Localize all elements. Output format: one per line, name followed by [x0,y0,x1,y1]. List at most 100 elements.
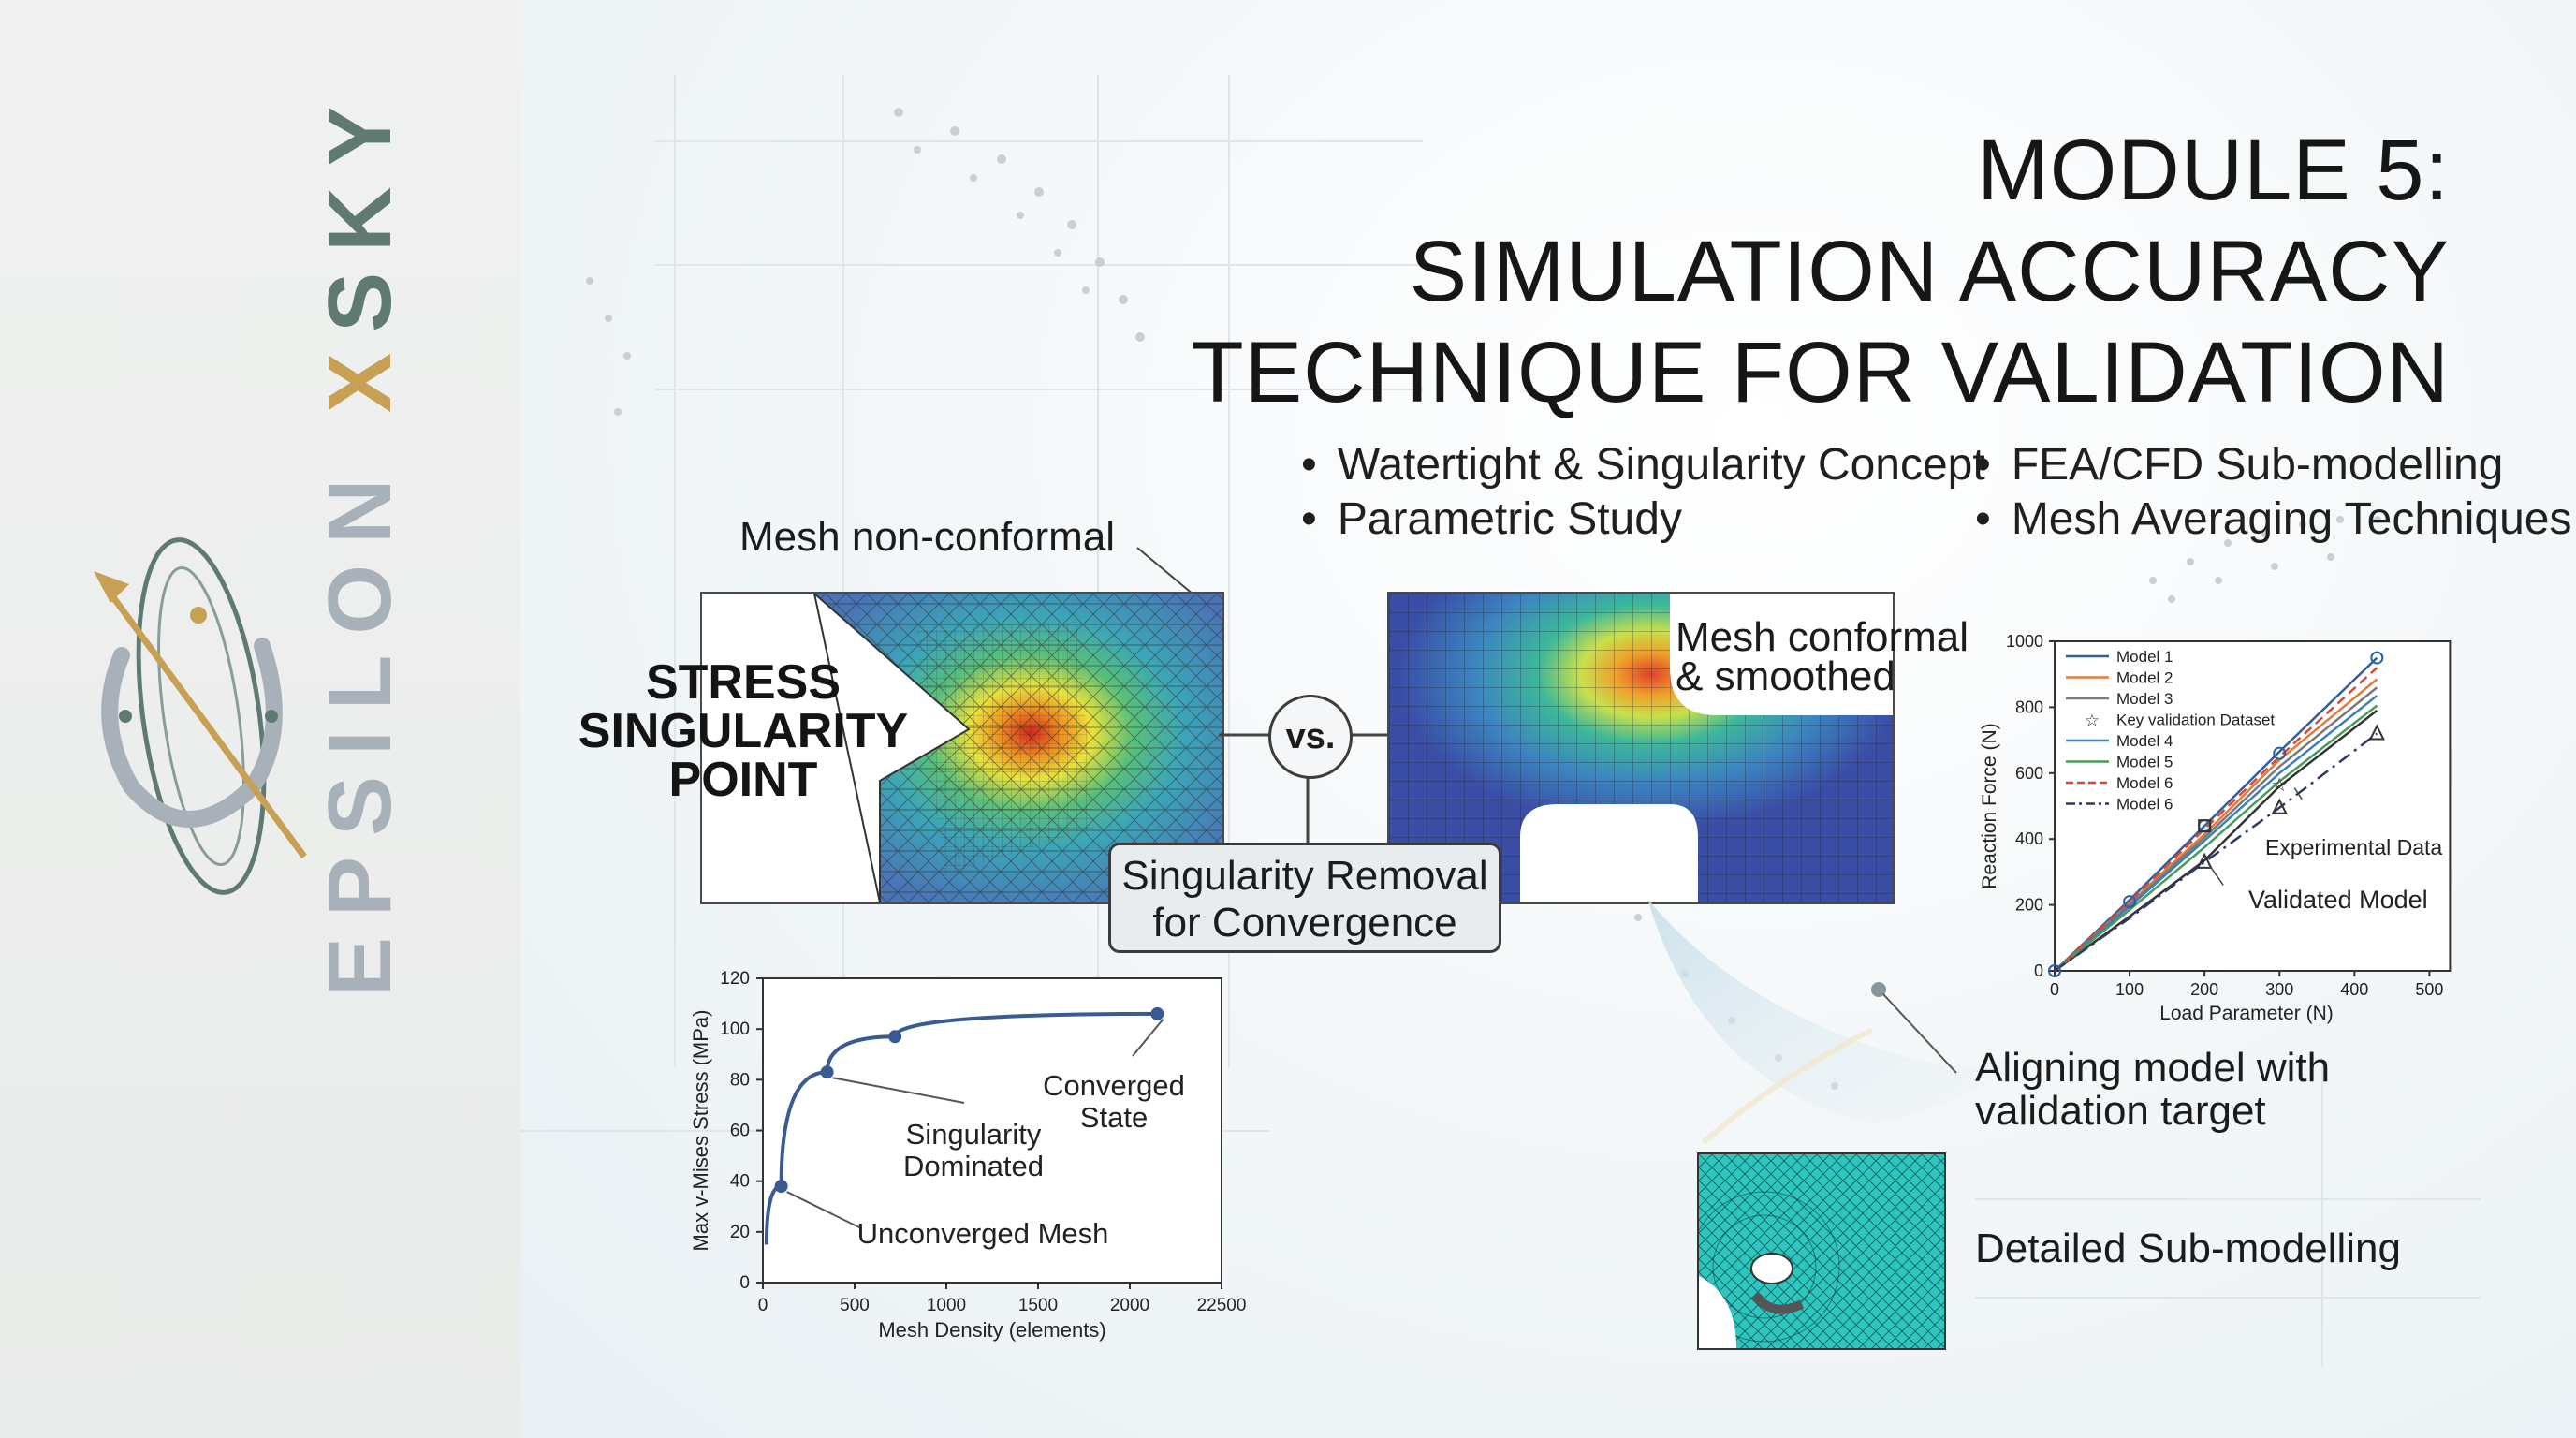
marker-triangle [2196,852,2213,869]
submodel-mesh-graphic [1699,1154,1944,1348]
legend-label: Model 6 [2116,774,2173,792]
y-tick-label: 1000 [2006,632,2043,651]
y-tick-label: 0 [739,1273,750,1293]
brand-part-x: X [310,331,410,413]
annotation-text: Converged [1043,1069,1185,1102]
x-tick-label: 2000 [1110,1296,1149,1315]
legend-label: Model 2 [2116,669,2173,687]
annotation-arrow [832,1077,965,1104]
legend-label: Model 3 [2116,690,2173,708]
marker-star: ☆ [2271,773,2288,796]
submodelling-caption: Detailed Sub-modelling [1975,1225,2401,1271]
marker-circle [2273,746,2287,760]
data-point [820,1065,834,1079]
grid-line [2321,1058,2323,1367]
grid-line [674,75,676,1067]
series-line [2054,704,2378,972]
y-tick-label: 600 [2015,764,2043,783]
aligning-caption: Aligning model with validation target [1975,1047,2330,1133]
x-tick-label: 300 [2265,980,2293,999]
bullet-item: FEA/CFD Sub-modelling [1975,438,2571,492]
grid-line [655,389,1423,390]
x-tick-label: 400 [2340,980,2368,999]
bullet-item: Watertight & Singularity Concept [1301,438,1985,492]
annotation-text: Singularity [906,1118,1042,1151]
caption-line: & smoothed [1676,653,1895,699]
plot-area [762,977,1222,1284]
x-tick-label: 200 [2190,980,2218,999]
x-tick-label: 0 [758,1296,768,1315]
stress-label-line: STRESS [645,655,842,710]
data-point [774,1180,788,1194]
caption-line: Mesh conformal [1676,614,1969,660]
series-line [2054,695,2378,972]
brand-name: EPSILON XSKY [309,86,412,998]
y-tick-label: 800 [2015,697,2043,716]
annotation-text: Validated Model [2248,886,2428,914]
annotation-arrow [2293,787,2303,800]
y-tick-label: 0 [2034,961,2043,980]
marker-triangle [2368,724,2385,741]
x-tick-label: 1000 [927,1296,966,1315]
connector-lines [1219,733,1391,843]
annotation-arrow [786,1191,862,1229]
nonconformal-mesh-panel [700,592,1224,904]
legend-label: Model 6 [2116,796,2173,814]
data-point [1150,1006,1164,1020]
x-axis-label: Mesh Density (elements) [878,1318,1105,1342]
series-line [2054,732,2378,973]
box-line: Singularity Removal [1121,853,1488,899]
legend-label: Model 1 [2116,648,2173,666]
title-line-1: MODULE 5: [1977,123,2450,218]
mesh-nonconformal-caption: Mesh non-conformal [739,514,1116,560]
y-tick-label: 20 [730,1223,750,1242]
annotation-arrow [1132,1019,1164,1057]
aligning-leader [1871,982,1957,1074]
submodel-mesh-image [1697,1152,1946,1350]
bullet-list-left: Watertight & Singularity Concept Paramet… [1301,438,1985,547]
bullet-item: Mesh Averaging Techniques [1975,492,2572,547]
module-title: MODULE 5: SIMULATION ACCURACY TECHNIQUE … [1192,120,2450,423]
legend-label: Model 4 [2116,732,2173,750]
leader-line [1136,547,1194,595]
vs-text: vs. [1285,716,1336,756]
y-tick-label: 60 [730,1122,750,1141]
legend-label: Key validation Dataset [2116,712,2275,729]
x-tick-label: 500 [2415,980,2443,999]
vs-badge: vs. [1268,695,1353,779]
data-point [888,1030,902,1044]
title-line-3: TECHNIQUE FOR VALIDATION [1191,325,2450,420]
x-tick-label: 0 [2050,980,2059,999]
legend-label: Model 5 [2116,754,2173,771]
singularity-removal-box: Singularity Removal for Convergence [1108,843,1501,953]
marker-triangle [2271,798,2288,814]
y-tick-label: 120 [720,969,750,989]
marker-circle [2123,895,2137,909]
epsilon-xsky-logo-icon [94,537,307,895]
y-tick-label: 80 [730,1070,750,1090]
grid-line [655,140,1423,142]
y-tick-label: 100 [720,1020,750,1039]
decorative-swoosh [1647,899,2041,1145]
series-line [2054,667,2378,972]
x-tick-label: 100 [2115,980,2144,999]
annotation-text: Dominated [903,1150,1044,1182]
marker-circle [2048,964,2061,977]
x-tick-label: 500 [840,1296,870,1315]
bullet-item: Parametric Study [1301,492,1985,547]
legend-marker: ☆ [2085,712,2100,731]
stress-label-line: POINT [668,753,818,807]
grid-line [1975,1297,2481,1299]
y-tick-label: 40 [730,1172,750,1192]
grid-line [842,75,844,1067]
x-tick-label: 1500 [1018,1296,1058,1315]
annotation-text: Unconverged Mesh [857,1217,1109,1250]
brand-part-epsilon: EPSILON [310,458,410,997]
box-line: for Convergence [1152,900,1457,946]
marker-circle [2370,651,2384,665]
conformal-mesh-panel [1387,592,1895,904]
y-axis-label: Max v-Mises Stress (MPa) [689,1010,712,1252]
title-line-2: SIMULATION ACCURACY [1409,224,2450,319]
annotation-text: State [1080,1101,1148,1134]
